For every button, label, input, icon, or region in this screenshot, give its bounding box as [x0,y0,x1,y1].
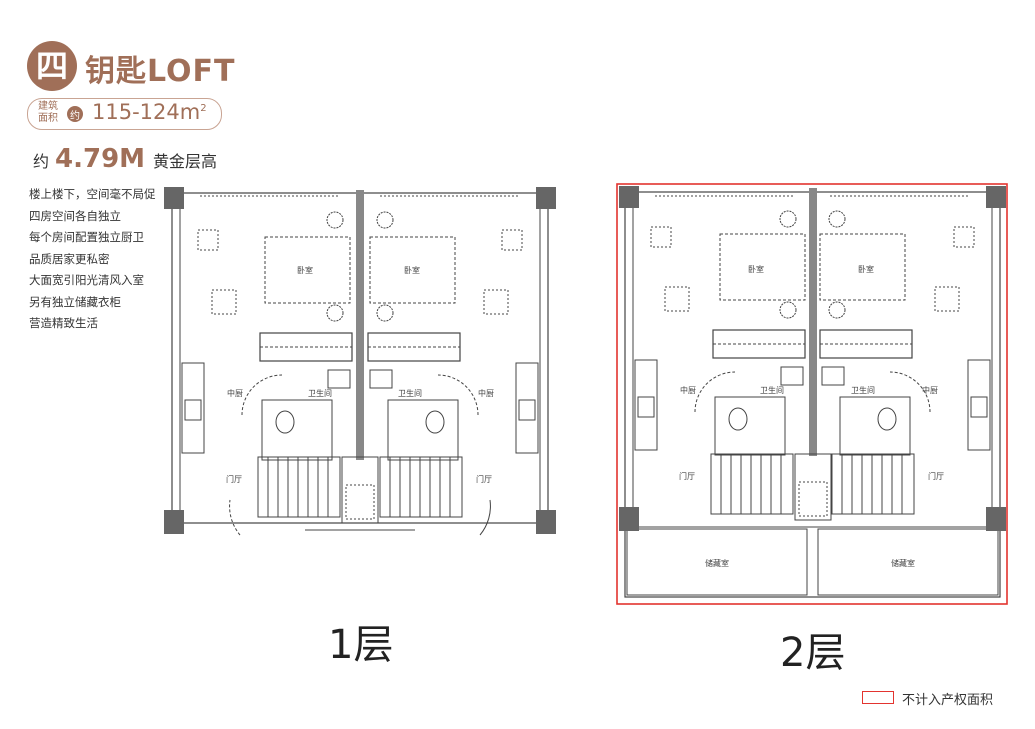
foyer-label: 门厅 [476,474,492,484]
kitchen-label: 中厨 [680,385,696,395]
bedroom-label: 卧室 [858,264,874,274]
foyer-label: 门厅 [226,474,242,484]
storage-label: 储藏室 [705,558,729,568]
bathroom-label: 卫生间 [851,385,875,395]
feature-item: 楼上楼下，空间毫不局促 [29,187,156,201]
area-pill [27,98,222,130]
bathroom-label: 卫生间 [760,385,784,395]
kitchen-label: 中厨 [227,388,243,398]
floor-plan-1: 卧室 卧室 中厨 中厨 卫生间 卫生间 门厅 门厅 [164,187,556,536]
floor-label-1: 1层 [328,622,394,668]
feature-item: 品质居家更私密 [29,251,110,266]
feature-item: 另有独立储藏衣柜 [29,294,121,309]
feature-item: 营造精致生活 [29,316,98,330]
legend-swatch [862,691,894,704]
feature-item: 每个房间配置独立厨卫 [29,230,144,244]
area-label: 建筑 面积 [38,101,58,124]
bedroom-label: 卧室 [404,265,420,275]
bedroom-label: 卧室 [297,265,313,275]
kitchen-label: 中厨 [922,385,938,395]
kitchen-label: 中厨 [478,388,494,398]
storage-label: 储藏室 [891,558,915,568]
bedroom-label: 卧室 [748,264,764,274]
feature-item: 四房空间各自独立 [29,208,121,223]
legend-label: 不计入产权面积 [902,693,994,708]
bathroom-label: 卫生间 [398,388,422,398]
area-prefix-icon: 约 [67,106,83,122]
foyer-label: 门厅 [928,471,944,481]
non-title-area-boundary [616,183,1008,605]
floor-label-2: 2层 [780,630,846,676]
feature-item: 大面宽引阳光清风入室 [29,273,144,287]
area-value: 115-124m2 [92,100,207,124]
floor-plan-2: 卧室 卧室 中厨 中厨 卫生间 卫生间 门厅 门厅 储藏室 储藏室 [616,183,1008,605]
bathroom-label: 卫生间 [308,388,332,398]
foyer-label: 门厅 [679,471,695,481]
feature-list: 楼上楼下，空间毫不局促 四房空间各自独立 每个房间配置独立厨卫 品质居家更私密 … [29,184,156,335]
floor-number-badge: 四 [27,41,77,91]
unit-title: 钥匙LOFT [85,54,236,89]
